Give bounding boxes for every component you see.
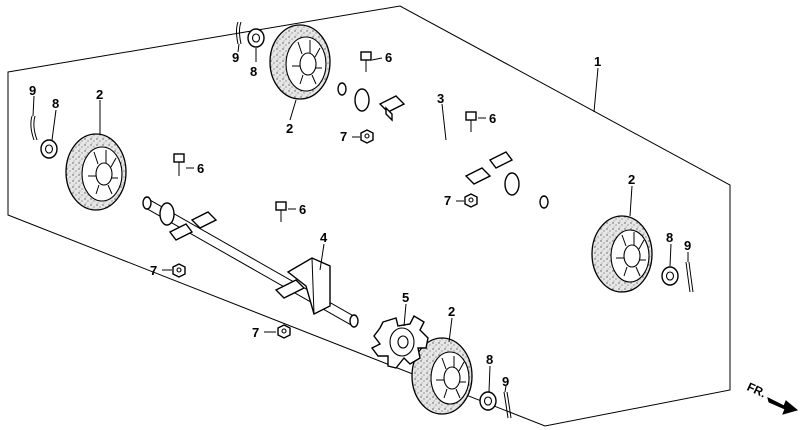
bolt-6d bbox=[275, 201, 287, 222]
callout-9b: 9 bbox=[29, 83, 36, 98]
callout-9d: 9 bbox=[502, 374, 509, 389]
callout-4: 4 bbox=[320, 230, 328, 245]
nut-7c bbox=[172, 263, 186, 278]
callout-6b: 6 bbox=[489, 111, 496, 126]
callout-8d: 8 bbox=[486, 352, 493, 367]
callout-2-upper: 2 bbox=[286, 121, 293, 136]
callout-6c: 6 bbox=[197, 161, 204, 176]
callout-7b: 7 bbox=[444, 193, 451, 208]
callout-5: 5 bbox=[402, 290, 409, 305]
callout-2-bottom: 2 bbox=[448, 304, 455, 319]
washer-8c bbox=[661, 266, 679, 286]
bolt-6c bbox=[173, 153, 185, 176]
wheel-upper-middle bbox=[269, 24, 331, 100]
fr-label: FR. bbox=[745, 380, 768, 401]
callout-1: 1 bbox=[594, 54, 601, 69]
callout-8a: 8 bbox=[250, 64, 257, 79]
washer-8b bbox=[40, 139, 58, 159]
callout-8c: 8 bbox=[666, 230, 673, 245]
assembly-boundary bbox=[7, 5, 731, 427]
wheel-bottom bbox=[411, 337, 473, 415]
nut-7d bbox=[277, 324, 291, 339]
bolt-6a bbox=[360, 51, 372, 72]
callout-6a: 6 bbox=[385, 50, 392, 65]
bolt-6b bbox=[465, 111, 477, 132]
callout-6d: 6 bbox=[299, 202, 306, 217]
washer-8d bbox=[479, 391, 497, 411]
cotter-pin-9b bbox=[30, 115, 38, 141]
callout-2-right: 2 bbox=[628, 172, 635, 187]
callout-2-left: 2 bbox=[96, 87, 103, 102]
leader-lines bbox=[32, 43, 689, 393]
callout-7a: 7 bbox=[340, 129, 347, 144]
arrow-icon bbox=[767, 397, 799, 415]
front-direction-marker: FR. bbox=[745, 380, 799, 415]
callout-7d: 7 bbox=[252, 325, 259, 340]
callout-8b: 8 bbox=[52, 96, 59, 111]
nut-7b bbox=[464, 193, 478, 208]
callout-9a: 9 bbox=[232, 50, 239, 65]
cotter-pin-9c bbox=[685, 261, 694, 293]
wheel-guard-5 bbox=[370, 315, 429, 369]
cotter-pin-9d bbox=[503, 391, 512, 419]
washer-8a bbox=[247, 28, 265, 48]
wheel-left bbox=[65, 133, 127, 211]
front-axle-4 bbox=[142, 196, 359, 328]
rear-axle-3 bbox=[337, 82, 549, 209]
callout-9c: 9 bbox=[684, 238, 691, 253]
callout-7c: 7 bbox=[150, 263, 157, 278]
wheel-right bbox=[591, 215, 653, 293]
cotter-pin-9a bbox=[236, 21, 242, 45]
callout-3: 3 bbox=[437, 91, 444, 106]
nut-7a bbox=[360, 129, 374, 144]
